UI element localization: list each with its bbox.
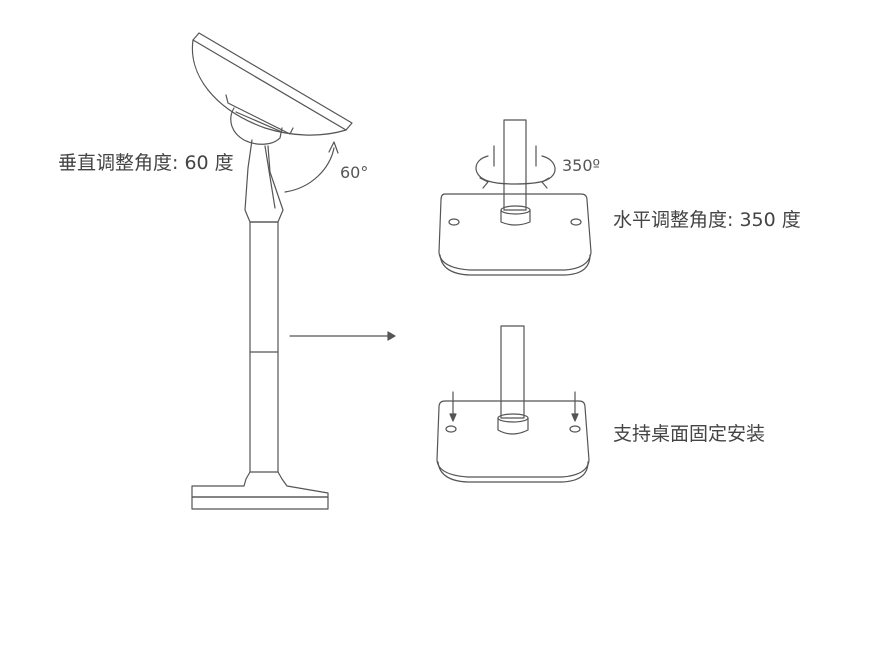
detail-arrow xyxy=(289,331,396,341)
hinge xyxy=(230,107,283,145)
vertical-angle-label: 60° xyxy=(340,163,369,182)
desk-mount-base xyxy=(436,325,590,483)
horizontal-adjust-label: 水平调整角度: 350 度 xyxy=(613,209,801,231)
neck xyxy=(244,139,284,223)
rotation-base xyxy=(438,119,592,276)
full-stand xyxy=(191,32,353,510)
screen-panel xyxy=(192,32,353,131)
tilt-arc xyxy=(284,147,335,193)
screen-back xyxy=(191,39,347,136)
stand-base xyxy=(191,471,329,498)
horizontal-angle-label: 350º xyxy=(562,156,601,175)
mount-plate xyxy=(225,94,294,135)
pole xyxy=(249,221,279,473)
desk-mount-label: 支持桌面固定安装 xyxy=(613,423,766,445)
vertical-adjust-label: 垂直调整角度: 60 度 xyxy=(58,152,234,174)
